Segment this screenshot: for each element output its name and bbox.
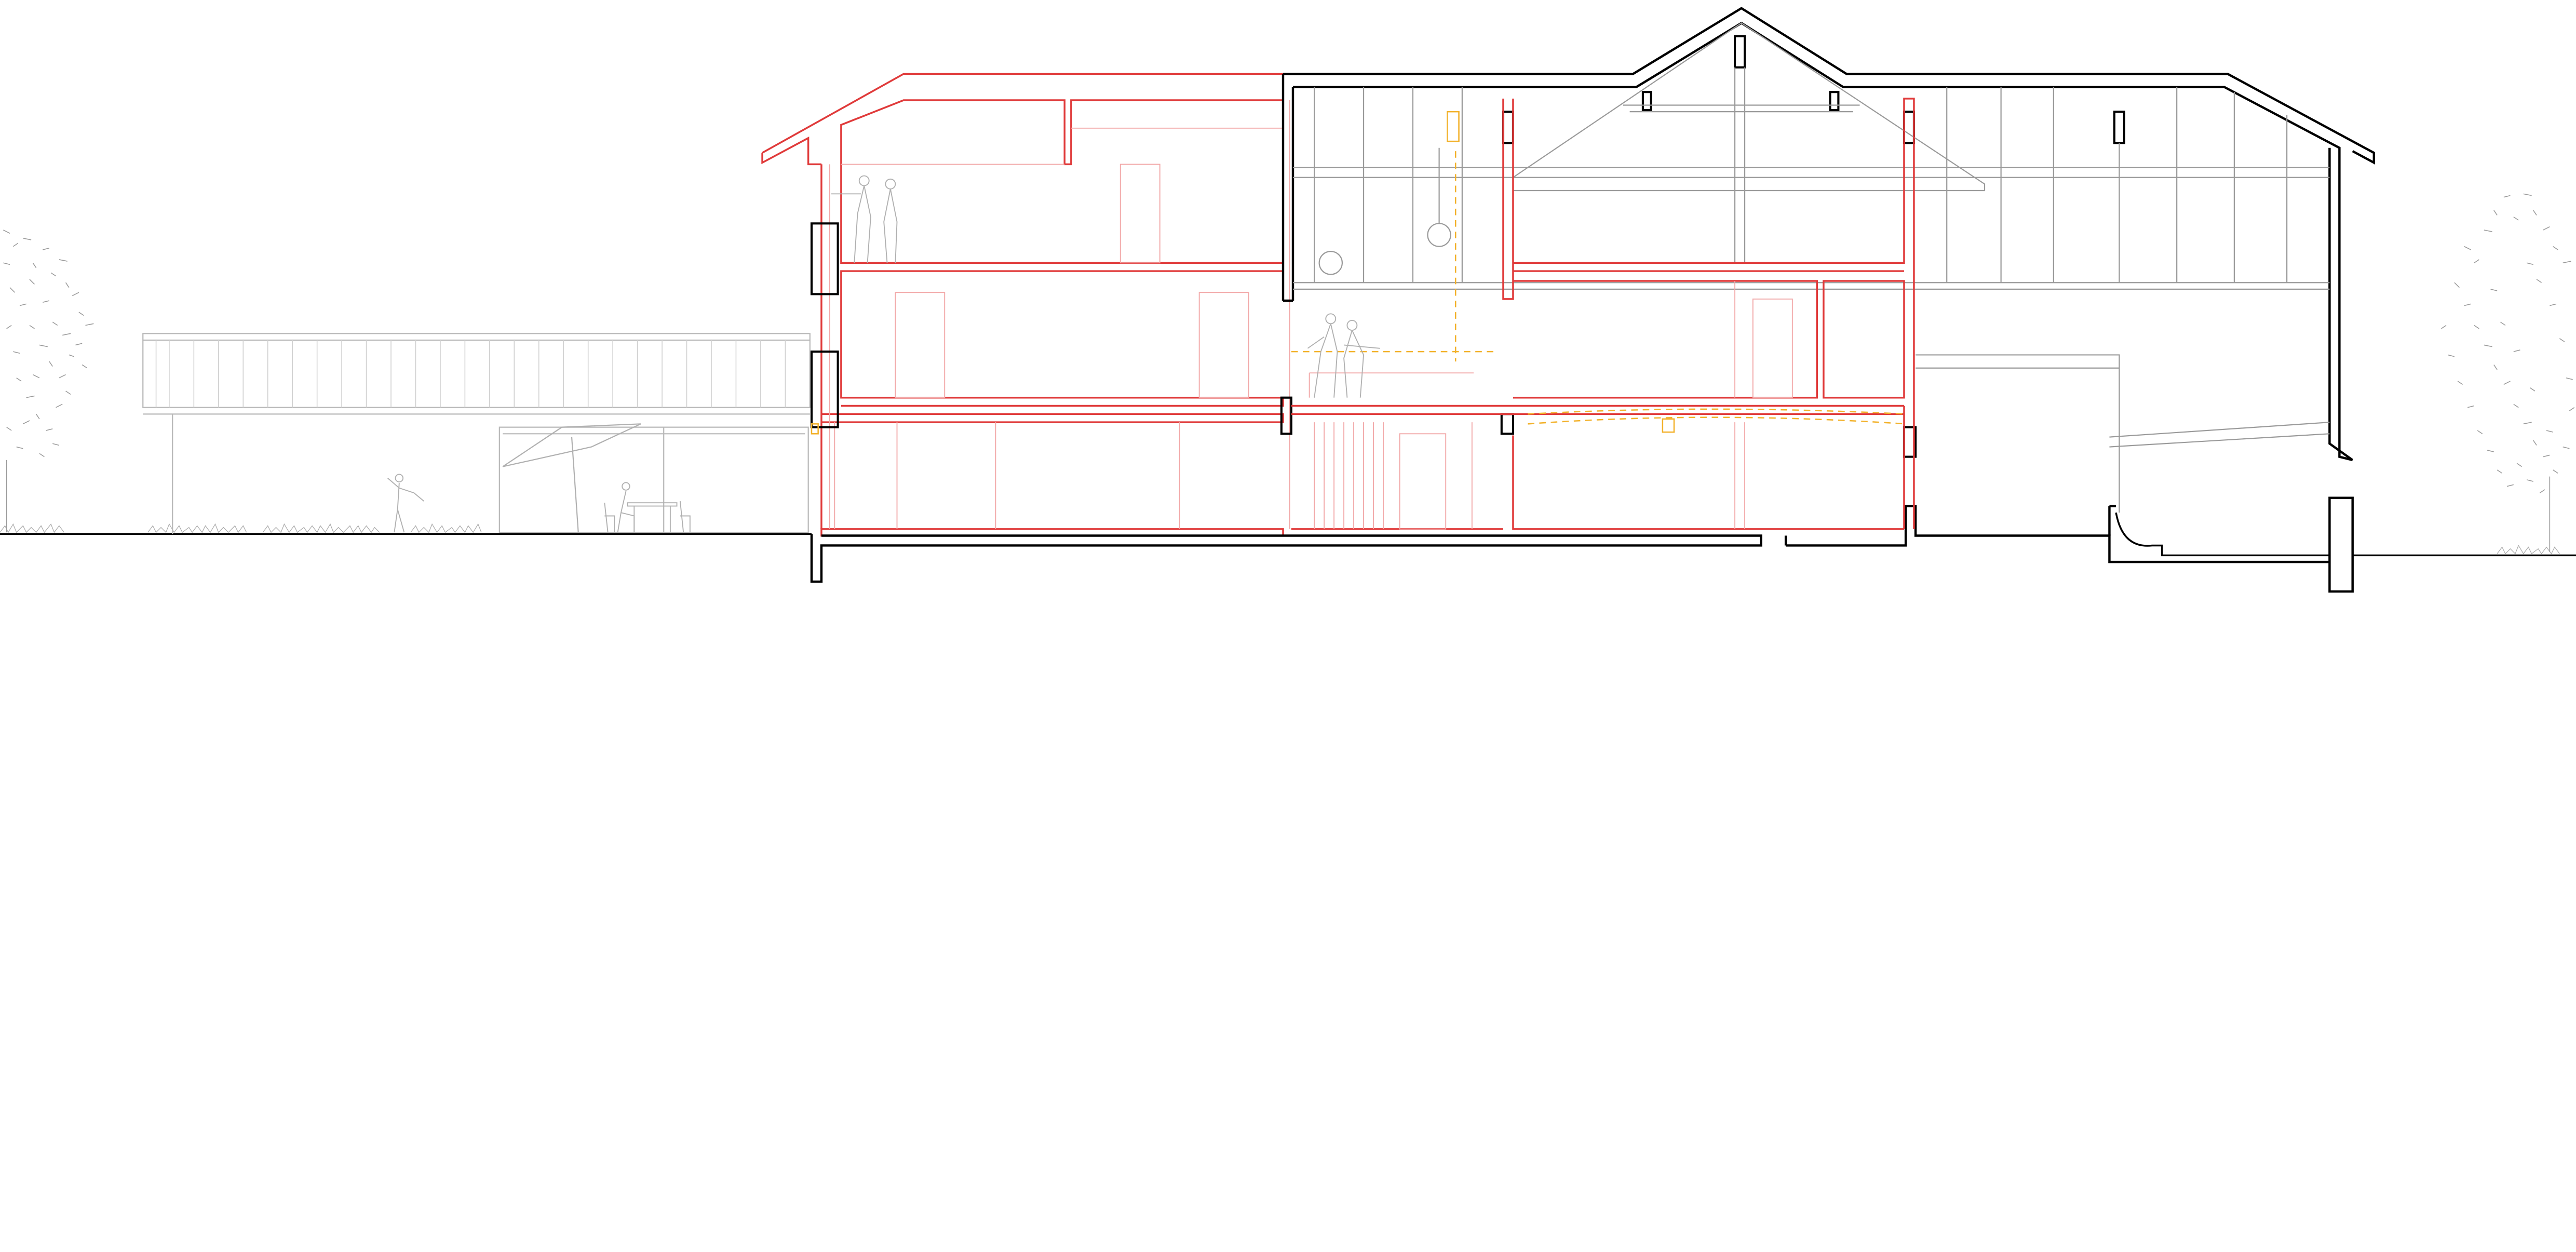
barn-interior-elevation (1309, 281, 1793, 530)
services-fittings (811, 111, 1675, 435)
people-on-terrace (387, 474, 691, 533)
existing-post-sections (1280, 35, 2125, 458)
services-lines (1291, 151, 1906, 425)
barn-new-infill (1291, 98, 1915, 530)
ground-line (0, 533, 2576, 557)
barn-timber-frame (1292, 22, 2330, 290)
new-wing-interior-elevation (829, 100, 1290, 529)
tree-right (2441, 193, 2575, 553)
people-barn-mezzanine (1307, 313, 1380, 398)
pavilion-cladding-battens (155, 340, 786, 408)
grass-texture (0, 523, 2560, 555)
tree-left (3, 230, 94, 533)
existing-barn-shell (1282, 7, 2376, 593)
people-upper-floor (831, 175, 898, 263)
new-wing-floors (820, 164, 1284, 537)
new-wing-roof (761, 73, 1284, 166)
barn-right-interior (1916, 354, 2330, 513)
existing-foundations (810, 505, 2330, 583)
left-pavilion-elevation (142, 333, 811, 534)
parasol (502, 423, 641, 533)
existing-facade-windows-left (810, 222, 839, 428)
